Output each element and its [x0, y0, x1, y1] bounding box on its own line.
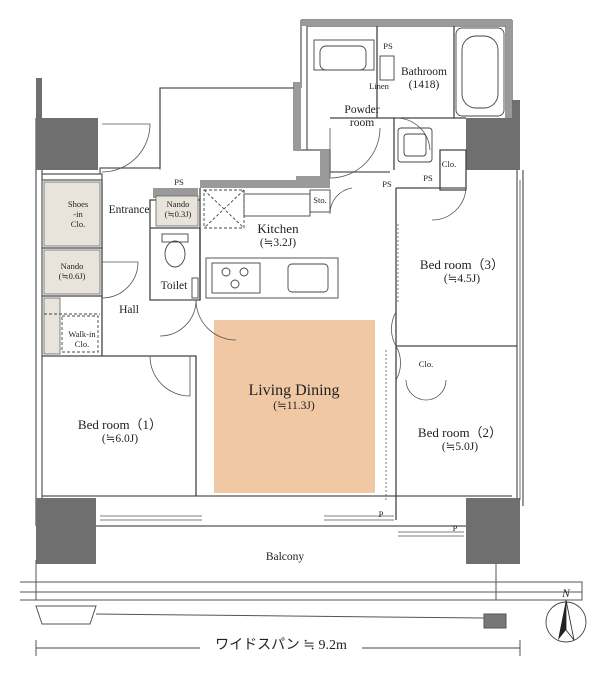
ps-label: PS [382, 179, 392, 189]
clo-label: Clo. [441, 159, 457, 169]
door-swings [101, 117, 467, 401]
kitchen-counter [205, 189, 339, 299]
nando-label: Nando (≒0.6J) [58, 261, 86, 281]
ps-label: PS [423, 173, 433, 183]
toilet-fixture [161, 233, 199, 299]
living-dining-highlight [214, 320, 375, 493]
north-label: N [562, 588, 570, 600]
powder-room-label: Powder room [344, 104, 380, 130]
nando-small-label: Nando (≒0.3J) [164, 199, 192, 219]
shoes-clo-label: Shoes -in Clo. [67, 199, 89, 229]
bathroom-label: Bathroom (1418) [401, 66, 447, 92]
p-label: P [378, 509, 384, 519]
kitchen-label: Kitchen (≒3.2J) [257, 221, 299, 249]
balcony-label: Balcony [265, 551, 305, 563]
ps-label: PS [383, 41, 393, 51]
clo-label: Clo. [418, 359, 434, 369]
living-dining-label: Living Dining (≒11.3J) [248, 382, 340, 413]
walk-in-clo-label: Walk-in Clo. [68, 329, 96, 349]
entrance-label: Entrance [108, 204, 150, 216]
bath-fixtures [313, 27, 505, 163]
toilet-label: Toilet [160, 280, 188, 292]
balcony-rails [20, 560, 583, 629]
bedroom2-label: Bed room（2） (≒5.0J) [417, 425, 503, 453]
partitions [42, 26, 517, 520]
columns [36, 78, 520, 564]
sto-label: Sto. [313, 195, 327, 205]
windows [100, 180, 521, 537]
width-span-label: ワイドスパン ≒ 9.2m [215, 638, 347, 653]
ps-label: PS [174, 177, 184, 187]
hall-label: Hall [119, 304, 139, 316]
storage-areas [43, 181, 199, 355]
north-arrow-icon [545, 599, 587, 643]
bedroom1-label: Bed room（1） (≒6.0J) [77, 417, 163, 445]
bedroom3-label: Bed room（3） (≒4.5J) [419, 257, 505, 285]
p-label: P [452, 523, 458, 533]
dimension-line [35, 640, 521, 656]
linen-label: Linen [369, 81, 389, 91]
thick-walls [153, 20, 512, 198]
storage-dashes [44, 189, 245, 353]
